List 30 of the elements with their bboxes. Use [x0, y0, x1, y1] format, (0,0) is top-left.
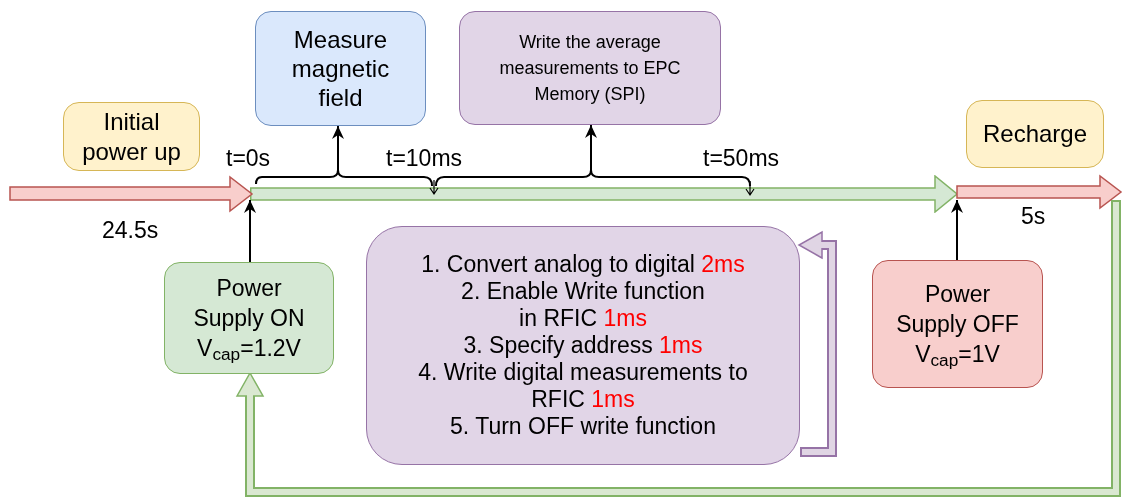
arrow	[244, 199, 256, 263]
box-text: Power Supply OFF V$_{cap}$=1V	[895, 280, 1020, 369]
box-text: Recharge	[982, 119, 1088, 149]
arrow	[585, 124, 597, 171]
time-label: t=0s	[226, 144, 271, 172]
time-label: 5s	[1021, 202, 1046, 230]
box-text: 4. Write digital measurements to RFIC 1ms	[417, 359, 749, 413]
box-text: Measure magnetic field	[290, 25, 391, 112]
process-box	[966, 100, 1104, 168]
process-box	[872, 260, 1043, 388]
process-box	[459, 11, 721, 125]
time-label: t=50ms	[703, 144, 780, 172]
box-text: Write the average measurements to EPC Memory (SPI)	[498, 31, 682, 106]
process-box	[255, 11, 426, 126]
timeline-bar	[250, 175, 958, 213]
block-arrow	[798, 231, 837, 457]
box-text: 3. Specify address 1ms	[463, 332, 703, 359]
process-box	[63, 102, 200, 171]
process-box	[366, 226, 800, 465]
process-box	[164, 262, 334, 374]
box-text: 1. Convert analog to digital 2ms	[421, 251, 745, 278]
box-text: Initial power up	[81, 106, 182, 167]
time-label: 24.5s	[102, 216, 159, 244]
block-arrow	[236, 200, 1121, 497]
box-text: Power Supply ON V$_{cap}$=1.2V	[192, 274, 306, 363]
box-text: 2. Enable Write function in RFIC 1ms	[460, 278, 706, 332]
time-label: t=10ms	[386, 144, 463, 172]
arrow	[332, 125, 344, 171]
arrow	[951, 199, 963, 261]
box-text: 5. Turn OFF write function	[450, 413, 716, 440]
